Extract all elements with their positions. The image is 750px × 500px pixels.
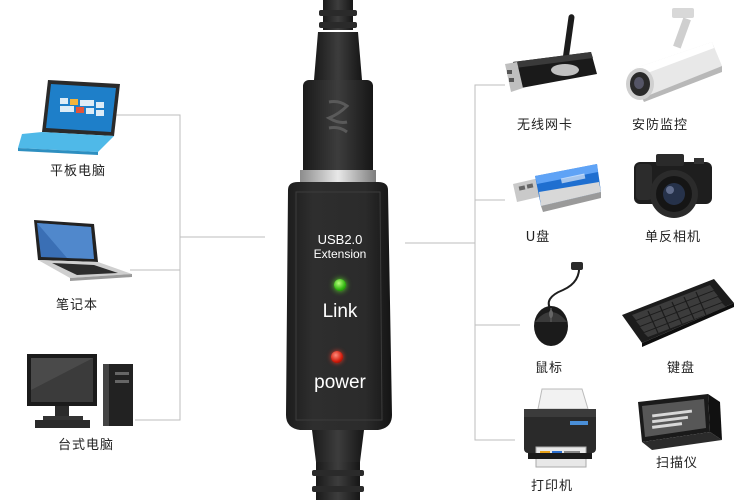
printer-icon <box>524 388 596 468</box>
device-label-camera: 安防监控 <box>631 118 689 133</box>
device-label-keyboard: 键盘 <box>666 361 696 376</box>
adapter-title-usb: USB2.0 <box>317 232 363 247</box>
laptop-icon <box>34 220 132 281</box>
power-label: power <box>314 372 366 393</box>
left-connector <box>115 114 181 421</box>
security-camera-icon <box>626 8 722 102</box>
mouse-icon <box>534 262 583 346</box>
usb-flash-drive-icon <box>513 164 601 212</box>
wireless-adapter-icon <box>505 14 597 92</box>
keyboard-icon <box>622 279 734 347</box>
link-led-icon <box>334 279 346 291</box>
device-label-slr: 单反相机 <box>644 230 702 245</box>
slr-camera-icon <box>634 154 712 218</box>
device-label-printer: 打印机 <box>530 479 574 494</box>
device-label-desktop: 台式电脑 <box>57 438 115 453</box>
usb-extension-cable <box>286 0 392 500</box>
device-label-tablet: 平板电脑 <box>49 164 107 179</box>
adapter-title-extension: Extension <box>313 247 367 261</box>
device-label-udisk: U盘 <box>525 230 551 245</box>
device-label-mouse: 鼠标 <box>534 361 564 376</box>
desktop-computer-icon <box>27 354 133 428</box>
device-label-wifi: 无线网卡 <box>516 118 574 133</box>
tablet-icon <box>18 80 120 155</box>
power-led-icon <box>331 351 343 363</box>
scanner-icon <box>638 394 722 450</box>
device-label-laptop: 笔记本 <box>55 298 99 313</box>
device-label-scanner: 扫描仪 <box>655 456 699 471</box>
link-label: Link <box>322 301 358 322</box>
right-connector <box>474 84 515 441</box>
